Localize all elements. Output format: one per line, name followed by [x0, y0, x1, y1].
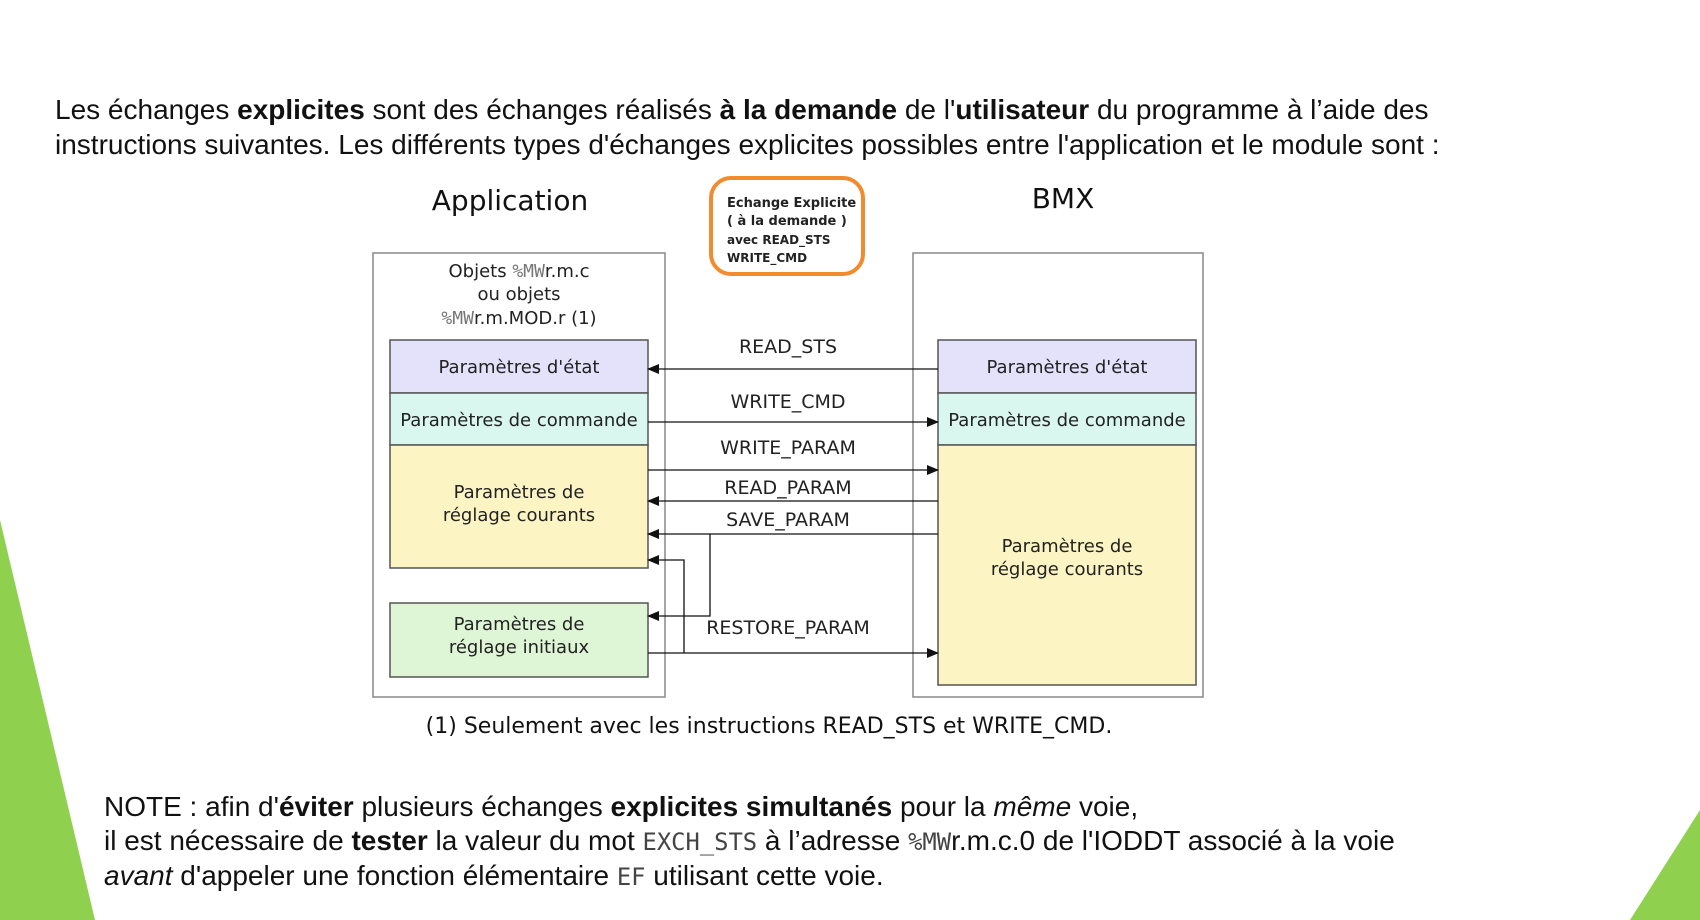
note-paragraph: NOTE : afin d'éviter plusieurs échanges … [104, 790, 1664, 894]
write-param-label: WRITE_PARAM [720, 437, 856, 459]
intro-bold-demande: à la demande [719, 94, 898, 125]
intro-line-1: Les échanges explicites sont des échange… [55, 92, 1655, 127]
intro-text: Les échanges [55, 94, 238, 125]
app-etat-label: Paramètres d'état [439, 357, 600, 378]
app-initiaux-label-2: réglage initiaux [449, 637, 590, 658]
note-line-1: NOTE : afin d'éviter plusieurs échanges … [104, 790, 1664, 824]
note-text: r.m.c.0 de l'IODDT associé à la voie [951, 825, 1395, 856]
app-courants-label-2: réglage courants [443, 505, 595, 526]
decorative-green-triangle-left [0, 520, 95, 920]
note-code-exch-sts: EXCH_STS [642, 828, 758, 856]
bmx-title: BMX [1032, 182, 1095, 215]
note-text: voie, [1071, 791, 1139, 822]
intro-bold-utilisateur: utilisateur [955, 94, 1090, 125]
callout-line-1: Echange Explicite [727, 196, 856, 211]
objects-text: Objets [449, 261, 513, 282]
explicit-exchange-callout [709, 176, 865, 276]
bmx-courants-block [937, 444, 1197, 686]
note-text: NOTE : afin d' [104, 791, 279, 822]
objects-code: %MW [441, 308, 474, 329]
callout-line-4: WRITE_CMD [727, 251, 807, 266]
note-code-mw: %MW [908, 828, 952, 856]
app-initiaux-block [389, 602, 649, 678]
callout-line-2: ( à la demande ) [727, 214, 847, 229]
note-line-2: il est nécessaire de tester la valeur du… [104, 824, 1664, 859]
objects-line-1: Objets %MWr.m.c [449, 261, 590, 282]
intro-line-2: instructions suivantes. Les différents t… [55, 129, 1440, 160]
objects-text: r.m.MOD.r (1) [474, 308, 597, 329]
note-text: utilisant cette voie. [645, 860, 884, 891]
intro-text: de l' [897, 94, 956, 125]
note-text: la valeur du mot [427, 825, 643, 856]
save-param-label: SAVE_PARAM [726, 509, 850, 531]
objects-code: %MW [512, 261, 545, 282]
read-param-label: READ_PARAM [724, 477, 851, 499]
app-courants-label-1: Paramètres de [454, 482, 585, 503]
intro-text: du programme à l’aide des [1089, 94, 1429, 125]
read-sts-label: READ_STS [739, 336, 837, 358]
note-bold-explicites-simultanes: explicites simultanés [610, 791, 893, 822]
note-italic-meme: même [993, 791, 1072, 822]
note-text: d'appeler une fonction élémentaire [172, 860, 617, 891]
bmx-courants-label-1: Paramètres de [1002, 536, 1133, 557]
note-text: pour la [892, 791, 994, 822]
note-text: plusieurs échanges [353, 791, 611, 822]
note-italic-avant: avant [104, 860, 173, 891]
bmx-commande-label: Paramètres de commande [948, 410, 1186, 431]
intro-paragraph: Les échanges explicites sont des échange… [55, 92, 1655, 162]
app-initiaux-label-1: Paramètres de [454, 614, 585, 635]
objects-text: r.m.c [545, 261, 590, 282]
restore-to-courants-arrow [647, 555, 685, 653]
intro-bold-explicites: explicites [237, 94, 365, 125]
note-code-ef: EF [616, 863, 646, 891]
app-commande-block [389, 392, 649, 446]
note-bold-tester: tester [351, 825, 428, 856]
application-title: Application [432, 184, 588, 217]
app-commande-label: Paramètres de commande [400, 410, 638, 431]
explicit-exchange-diagram: Application BMX Echange Explicite ( à la… [360, 175, 1240, 765]
note-bold-eviter: éviter [278, 791, 354, 822]
app-courants-block [389, 444, 649, 569]
bmx-etat-block [937, 339, 1197, 394]
bmx-etat-label: Paramètres d'état [987, 357, 1148, 378]
callout-line-3: avec READ_STS [727, 233, 831, 248]
note-text: à l’adresse [757, 825, 909, 856]
save-param-to-initiaux-arrow [647, 534, 711, 621]
objects-line-3: %MWr.m.MOD.r (1) [441, 308, 596, 329]
diagram-footnote: (1) Seulement avec les instructions READ… [426, 714, 1113, 739]
objects-line-2: ou objets [477, 284, 560, 305]
restore-param-label: RESTORE_PARAM [706, 617, 870, 639]
diagram-svg: Application BMX Echange Explicite ( à la… [372, 176, 1204, 739]
intro-text: sont des échanges réalisés [364, 94, 720, 125]
note-text: il est nécessaire de [104, 825, 352, 856]
bmx-courants-label-2: réglage courants [991, 559, 1143, 580]
note-line-3: avant d'appeler une fonction élémentaire… [104, 859, 1664, 894]
write-cmd-label: WRITE_CMD [731, 391, 846, 413]
bmx-commande-block [937, 392, 1197, 446]
